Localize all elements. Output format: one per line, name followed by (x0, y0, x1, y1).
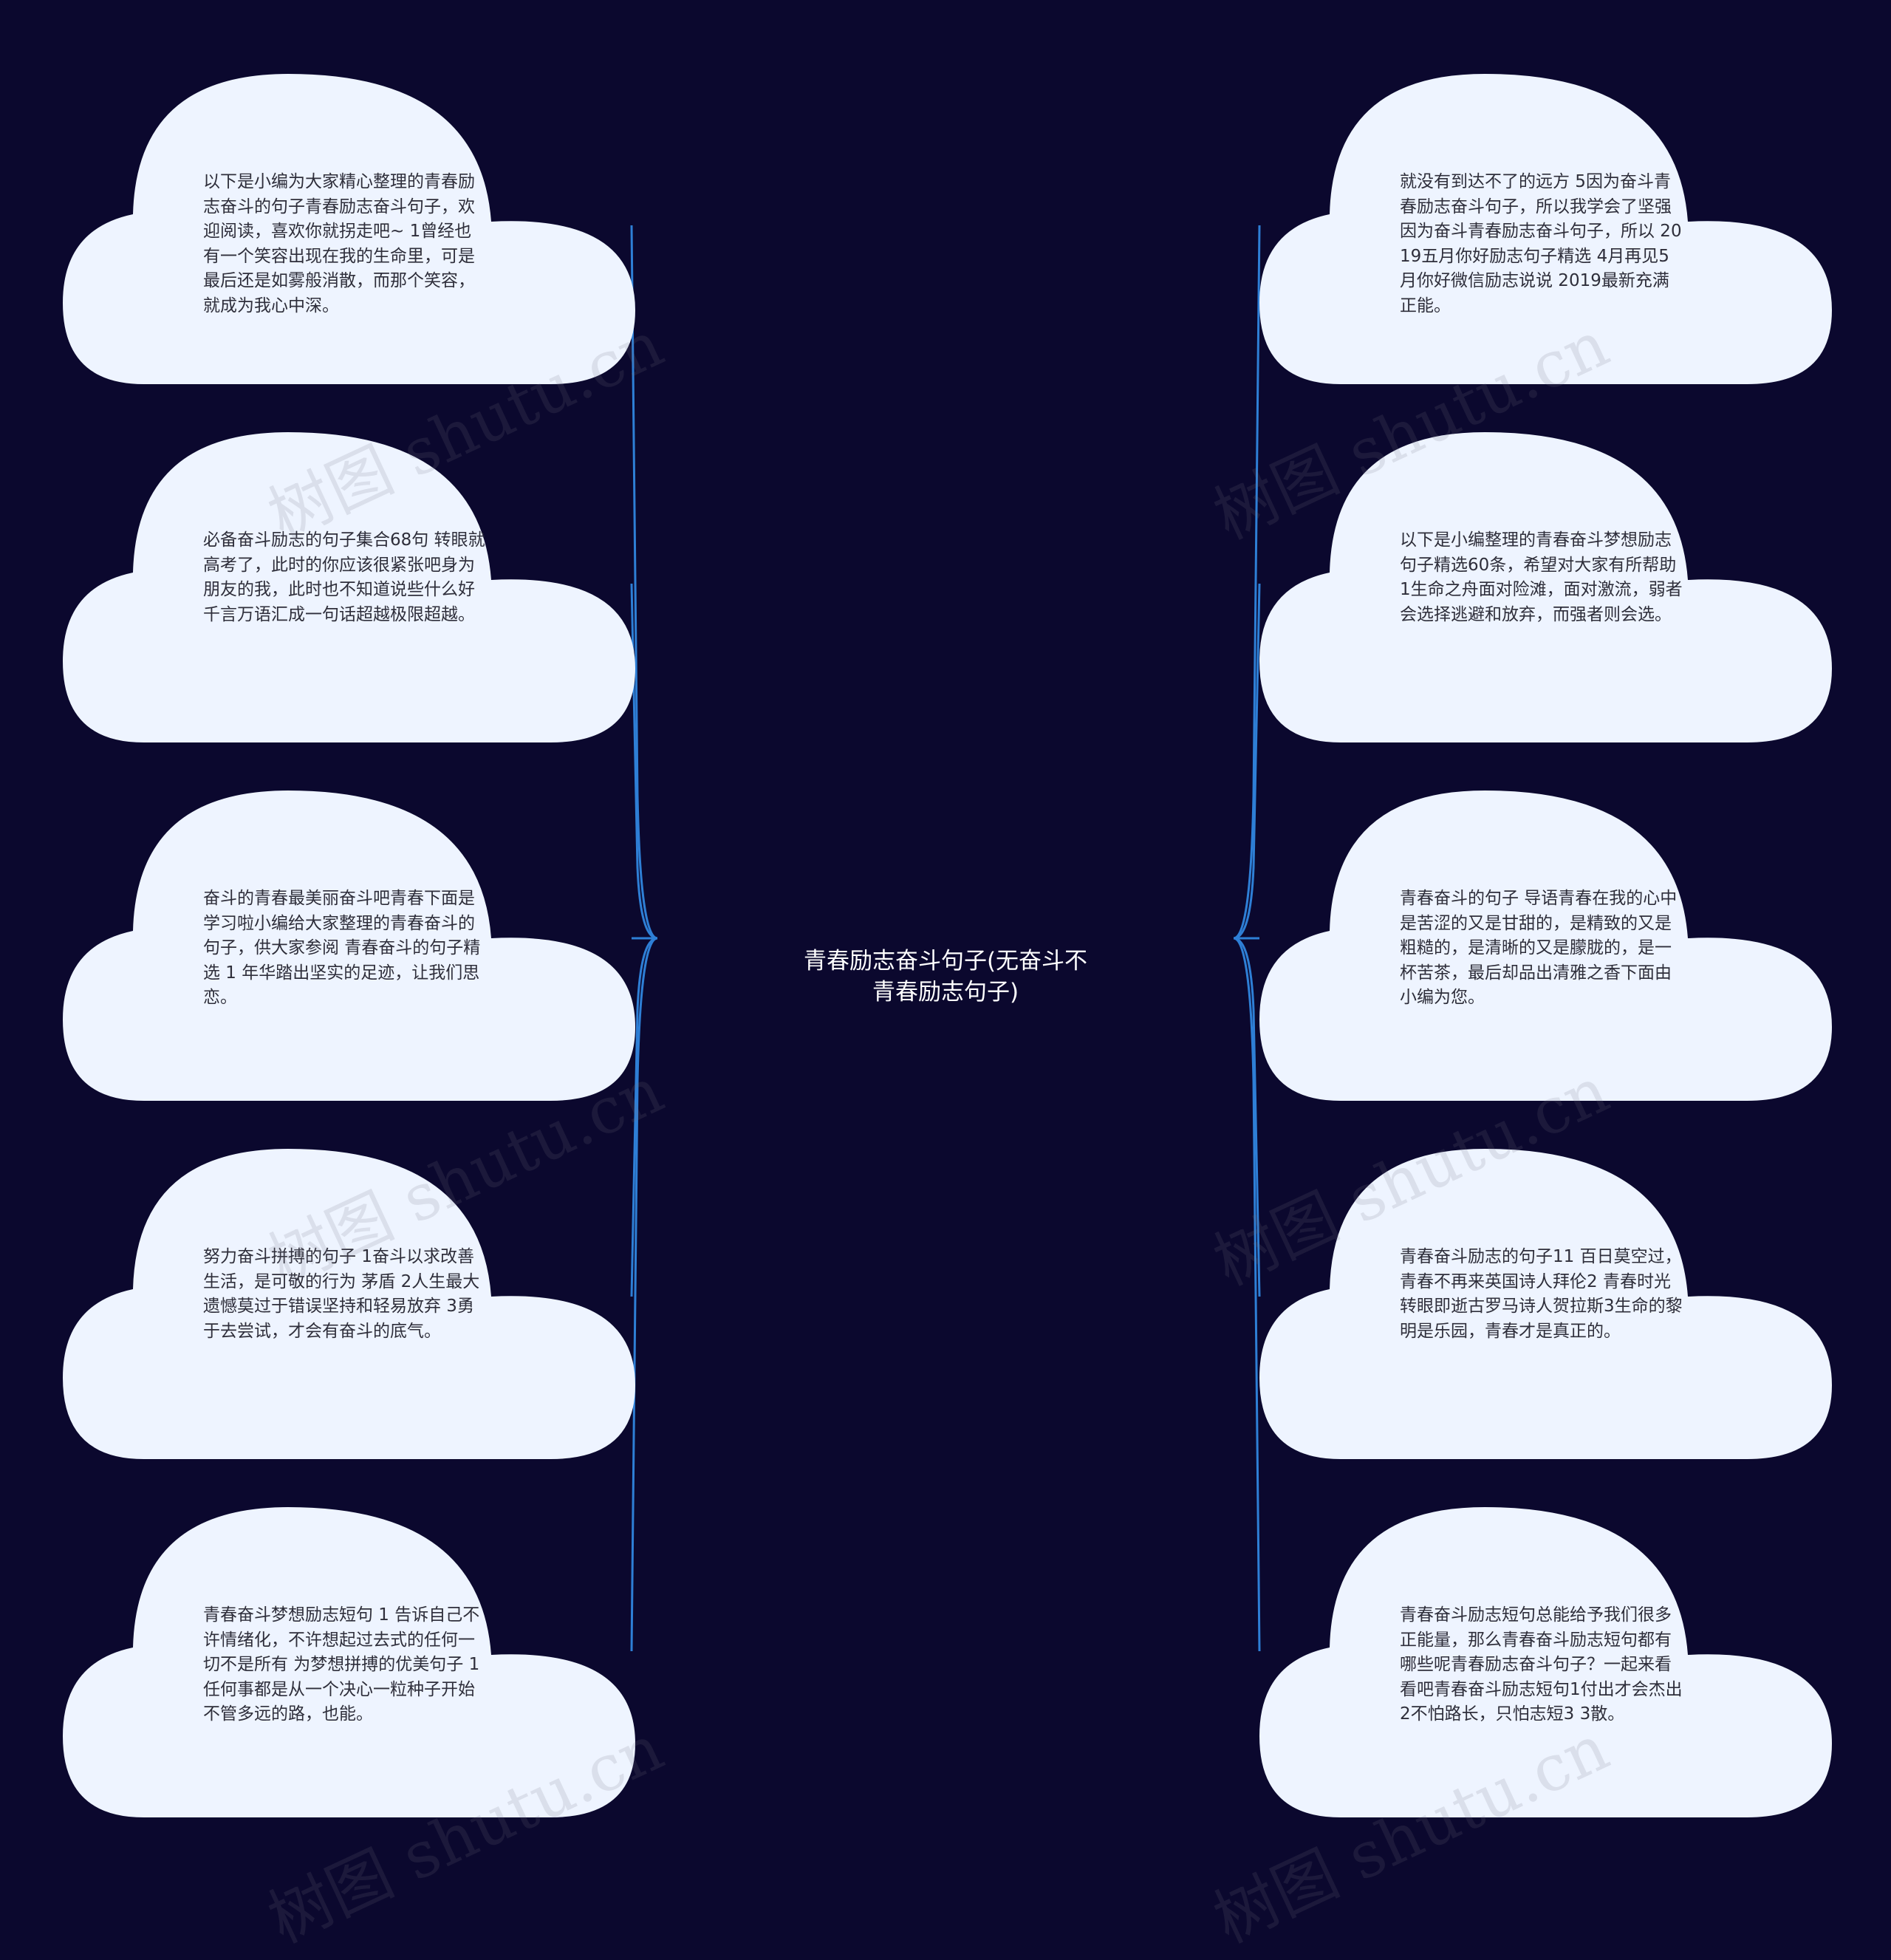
cloud-text: 就没有到达不了的远方 5因为奋斗青春励志奋斗句子，所以我学会了坚强因为奋斗青春励… (1400, 172, 1682, 315)
cloud-text: 青春奋斗励志的句子11 百日莫空过，青春不再来英国诗人拜伦2 青春时光转眼即逝古… (1400, 1247, 1683, 1341)
cloud-shape (1259, 1149, 1832, 1459)
cloud-text: 青春奋斗的句子 导语青春在我的心中是苦涩的又是甘甜的，是精致的又是粗糙的，是清晰… (1400, 889, 1678, 1007)
connector-lines (630, 225, 1261, 1652)
cloud-text: 青春奋斗励志短句总能给予我们很多正能量，那么青春奋斗励志短句都有哪些呢青春励志奋… (1400, 1605, 1683, 1724)
right-connector-1 (1233, 225, 1261, 940)
right-connector-2 (1233, 583, 1261, 940)
right-cloud-node-2[interactable]: 以下是小编整理的青春奋斗梦想励志句子精选60条，希望对大家有所帮助 1生命之舟面… (1197, 417, 1832, 742)
cloud-shape (63, 432, 635, 742)
central-topic[interactable]: 青春励志奋斗句子(无奋斗不青春励志句子) (803, 948, 1088, 1005)
left-cloud-node-2[interactable]: 必备奋斗励志的句子集合68句 转眼就高考了，此时的你应该很紧张吧身为朋友的我，此… (0, 417, 635, 742)
right-cloud-node-3[interactable]: 青春奋斗的句子 导语青春在我的心中是苦涩的又是甘甜的，是精致的又是粗糙的，是清晰… (1197, 776, 1832, 1101)
cloud-text: 必备奋斗励志的句子集合68句 转眼就高考了，此时的你应该很紧张吧身为朋友的我，此… (203, 530, 485, 624)
cloud-shape (1259, 74, 1832, 384)
right-cloud-node-5[interactable]: 青春奋斗励志短句总能给予我们很多正能量，那么青春奋斗励志短句都有哪些呢青春励志奋… (1197, 1492, 1832, 1817)
cloud-shape (1259, 1507, 1832, 1817)
left-cloud-node-4[interactable]: 努力奋斗拼搏的句子 1奋斗以求改善生活，是可敬的行为 茅盾 2人生最大遗憾莫过于… (0, 1134, 635, 1459)
cloud-shape (1259, 791, 1832, 1101)
right-cloud-node-1[interactable]: 就没有到达不了的远方 5因为奋斗青春励志奋斗句子，所以我学会了坚强因为奋斗青春励… (1197, 59, 1832, 384)
left-connector-5 (630, 937, 658, 1652)
left-connector-1 (630, 225, 658, 940)
cloud-shape (63, 791, 635, 1101)
cloud-text: 奋斗的青春最美丽奋斗吧青春下面是学习啦小编给大家整理的青春奋斗的句子，供大家参阅… (203, 889, 481, 1007)
cloud-text: 以下是小编为大家精心整理的青春励志奋斗的句子青春励志奋斗句子，欢迎阅读，喜欢你就… (203, 172, 475, 315)
cloud-shape (63, 1149, 635, 1459)
left-cloud-node-1[interactable]: 以下是小编为大家精心整理的青春励志奋斗的句子青春励志奋斗句子，欢迎阅读，喜欢你就… (0, 59, 635, 384)
cloud-text: 青春奋斗梦想励志短句 1 告诉自己不许情绪化，不许想起过去式的任何一切不是所有 … (203, 1605, 480, 1724)
right-cloud-node-4[interactable]: 青春奋斗励志的句子11 百日莫空过，青春不再来英国诗人拜伦2 青春时光转眼即逝古… (1197, 1134, 1832, 1459)
cloud-shape (1259, 432, 1832, 742)
left-cloud-node-3[interactable]: 奋斗的青春最美丽奋斗吧青春下面是学习啦小编给大家整理的青春奋斗的句子，供大家参阅… (0, 776, 635, 1101)
left-cloud-node-5[interactable]: 青春奋斗梦想励志短句 1 告诉自己不许情绪化，不许想起过去式的任何一切不是所有 … (0, 1492, 635, 1817)
cloud-shape (63, 1507, 635, 1817)
cloud-text: 努力奋斗拼搏的句子 1奋斗以求改善生活，是可敬的行为 茅盾 2人生最大遗憾莫过于… (203, 1247, 480, 1341)
right-connector-5 (1233, 937, 1261, 1652)
left-connector-2 (630, 583, 658, 940)
mindmap-canvas: 青春励志奋斗句子(无奋斗不青春励志句子) 以下是小编为大家精心整理的青春励志奋斗… (0, 59, 1832, 1958)
cloud-shape (63, 74, 635, 384)
cloud-text: 以下是小编整理的青春奋斗梦想励志句子精选60条，希望对大家有所帮助 1生命之舟面… (1400, 530, 1683, 624)
